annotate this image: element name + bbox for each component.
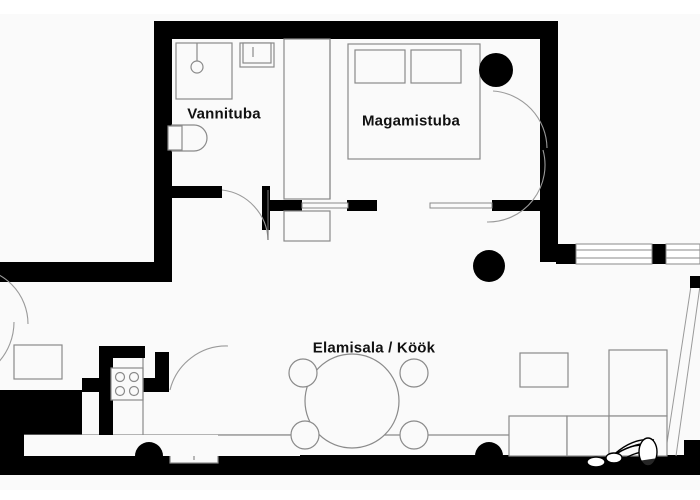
shower-drain-icon (190, 60, 204, 74)
stove-cooktop (110, 367, 144, 401)
sliding-door-right-panel (429, 202, 493, 209)
bedroom-swing-door-upper-arc (492, 90, 548, 149)
window-right-upper-pane (575, 249, 653, 259)
toilet-cistern (167, 125, 183, 151)
base-cabinet-left (13, 344, 63, 380)
hall-storage (172, 38, 331, 262)
wall-kitchen-vertical (99, 346, 113, 456)
wall-hall-bottom-left (262, 200, 302, 211)
wall-window-mullion-a (556, 244, 576, 264)
hall-closet-lower (283, 210, 331, 242)
living-column-dot (475, 442, 503, 470)
wall-left-stub (0, 262, 172, 282)
bedroom-furniture (347, 43, 481, 160)
round-column-upper (479, 53, 513, 87)
window-right-far-pane (665, 249, 700, 259)
sofa-seat-left (508, 415, 568, 457)
plant-bottom-right (586, 437, 672, 475)
stove-burner-1 (114, 371, 126, 383)
wall-left-stub-vertical (154, 186, 172, 282)
window-right-edge-post (684, 440, 700, 458)
windows (575, 243, 700, 458)
plant-leaf-a (586, 456, 606, 468)
plant-leaf-b (605, 452, 623, 464)
kitchen-fixtures (13, 344, 520, 464)
sliding-door-left-panel (301, 202, 349, 209)
chair-top-right (399, 358, 429, 388)
dining-set (288, 353, 429, 450)
pillow-right (410, 49, 462, 84)
round-table (304, 353, 400, 449)
sink-basin-inner (242, 42, 272, 64)
window-right-edge-glazing-a (664, 285, 692, 457)
door-swings (0, 90, 548, 391)
wall-top-upper (154, 21, 558, 39)
kitchen-column-dot (135, 442, 163, 470)
round-column-lower (473, 250, 505, 282)
lower-counter-run (24, 435, 300, 456)
plant-shadow (590, 456, 672, 472)
wall-bath-bottom (172, 186, 222, 198)
pillow-left (354, 49, 406, 84)
armchair-tall (608, 349, 668, 417)
sofa-seat-right (608, 415, 668, 457)
window-right-edge-head (690, 276, 700, 288)
chair-bottom-left (290, 420, 320, 450)
structural-columns (473, 53, 513, 282)
window-right-edge-glazing-b (675, 285, 700, 457)
kitchen-swing-door-arc (169, 345, 229, 391)
bedroom-swing-door-lower-arc (486, 149, 546, 223)
side-table (519, 352, 569, 388)
entry-swing-door-arc (0, 274, 29, 325)
wall-hall-bottom-center (347, 200, 377, 211)
wall-hall-bottom-right (492, 200, 558, 211)
entry-swing-door-arc-2 (0, 321, 15, 362)
hall-swing-door-arc (221, 189, 269, 241)
wall-window-mullion-b (652, 244, 666, 264)
wall-left-lower-horizontal (0, 390, 14, 456)
sliding-doors (301, 202, 493, 209)
stove-burner-3 (114, 385, 126, 397)
shower-tray (175, 42, 233, 100)
chair-bottom-right (399, 420, 429, 450)
hall-closet-upper (283, 38, 331, 200)
stove-burner-4 (128, 385, 140, 397)
bathroom-fixtures (167, 42, 275, 152)
wall-kitchen-top (99, 346, 145, 358)
chair-top-left (288, 358, 318, 388)
stove-burner-2 (128, 371, 140, 383)
bath-vestibule (172, 198, 222, 262)
wall-left-upper (154, 21, 172, 191)
sofa-seat-center (566, 415, 610, 457)
